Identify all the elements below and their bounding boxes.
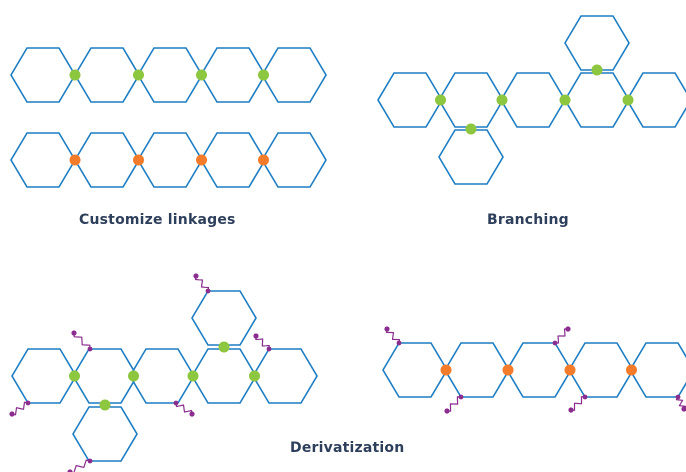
sugar-ring [438,129,504,185]
substituent-attach-dot [87,346,93,352]
linkage-dot [196,154,207,166]
linkage-dot [133,154,144,166]
linkage-dot [622,94,634,106]
substituent-attach-dot [205,288,211,294]
sugar-ring [626,72,686,128]
sugar-ring [261,132,327,188]
linkage-dot [435,94,446,106]
sugar-ring [72,406,138,462]
linkage-dot [69,154,81,166]
linkage-dot [69,370,80,382]
substituent-chain [11,401,29,416]
sugar-rings [10,15,686,462]
derivatization-caption: Derivatization [290,440,405,456]
substituent-attach-dot [25,400,31,406]
linkage-dots [69,64,637,411]
sugar-ring [191,348,257,404]
substituent-chain [70,459,91,472]
sugar-ring [72,348,138,404]
linkage-dot [559,94,571,106]
sugar-ring [200,47,266,103]
substituent-chain [675,396,686,410]
linkage-dot [496,94,508,106]
linkage-dot [626,364,637,376]
sugar-ring [74,132,140,188]
sugar-ring [129,348,195,404]
substituent-chain [194,275,210,292]
sugar-ring [564,15,630,71]
substituent-attach-dot [396,340,402,346]
substituent-chain [446,396,462,412]
sugar-ring [506,342,572,398]
sugar-ring [252,348,318,404]
linkage-dot [440,364,452,376]
linkage-dot [249,370,260,382]
substituent-chain [570,396,586,411]
substituent-attach-dot [675,394,681,400]
substituent-end-dot [9,411,15,417]
sugar-ring [564,72,630,128]
substituent-chain [73,332,91,350]
linkage-dot [258,69,269,81]
sugar-ring [200,132,266,188]
branching-caption: Branching [487,212,569,228]
sugar-ring [377,72,443,128]
customize-linkages-caption: Customize linkages [79,212,236,228]
substituent-attach-dot [552,340,558,346]
sugar-ring [191,290,257,346]
sugar-ring [261,47,327,103]
substituent-end-dot [565,326,571,332]
substituent-end-dot [444,408,450,414]
substituent-end-dot [384,326,390,332]
linkage-dot [99,399,111,411]
linkage-dot [196,69,207,81]
sugar-ring [568,342,634,398]
substituent-end-dot [253,333,259,339]
substituent-end-dot [193,273,199,279]
sugar-ring [438,72,504,128]
linkage-dot [69,69,81,81]
sugar-ring [137,132,203,188]
linkage-dot [465,123,477,135]
sugar-ring [629,342,686,398]
linkage-dot [187,370,199,382]
linkage-dot [218,341,230,353]
sugar-ring [500,72,566,128]
linkage-dot [502,364,514,376]
substituent-chain [385,328,401,344]
sugar-ring [137,47,203,103]
substituent-chains [9,273,686,472]
substituent-attach-dot [266,346,272,352]
sugar-ring [10,132,76,188]
sugar-ring [11,348,77,404]
linkage-dot [128,370,139,382]
linkage-dot [133,69,144,81]
substituent-end-dot [681,406,686,412]
linkage-dot [258,154,269,166]
sugar-ring [10,47,76,103]
substituent-chain [555,328,568,344]
substituent-attach-dot [582,394,588,400]
substituent-end-dot [189,411,195,417]
substituent-end-dot [67,469,73,472]
substituent-attach-dot [173,400,179,406]
substituent-attach-dot [87,458,93,464]
substituent-chain [175,402,193,415]
sugar-ring [74,47,140,103]
sugar-ring [382,342,448,398]
substituent-chain [255,335,270,350]
sugar-ring [444,342,510,398]
substituent-end-dot [568,407,574,413]
linkage-dot [591,64,603,76]
substituent-attach-dot [458,394,464,400]
linkage-dot [564,364,576,376]
substituent-end-dot [71,330,77,336]
